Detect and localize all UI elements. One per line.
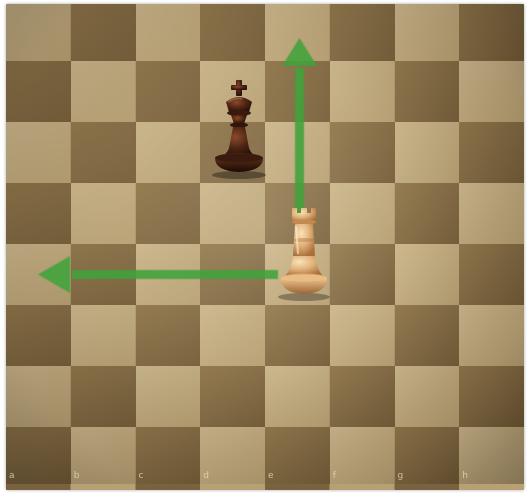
arrow-left xyxy=(38,256,278,293)
file-label: a xyxy=(9,471,15,481)
white-rook-icon[interactable] xyxy=(273,204,335,302)
black-king-icon[interactable] xyxy=(206,78,272,180)
arrow-up xyxy=(282,38,317,216)
chess-board: a b c d e f g h xyxy=(6,4,524,490)
file-label: d xyxy=(203,471,209,481)
file-label: g xyxy=(398,471,404,481)
file-label: e xyxy=(268,471,274,481)
file-label: f xyxy=(333,471,336,481)
file-label: c xyxy=(139,471,144,481)
file-label: h xyxy=(462,471,468,481)
board-edge xyxy=(6,484,524,490)
file-label: b xyxy=(74,471,80,481)
move-arrows xyxy=(6,4,524,490)
